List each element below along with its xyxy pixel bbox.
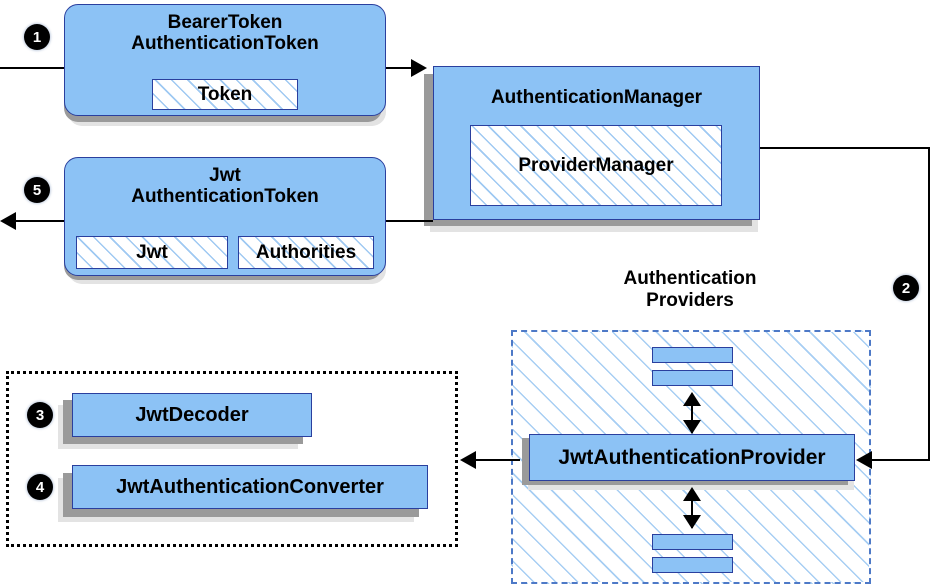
authentication-providers-label-line1: Authentication (623, 268, 757, 289)
slot-authorities-label: Authorities (255, 241, 357, 263)
connector-response-out (16, 220, 68, 222)
slot-provider-manager-label: ProviderManager (518, 154, 674, 176)
arrowhead-provider-down-up (683, 487, 701, 501)
authentication-providers-label-line2: Providers (646, 289, 734, 311)
bearer-token-title-line2: AuthenticationToken (131, 33, 319, 55)
support-components-region (6, 371, 458, 547)
arrowhead-into-support-region (460, 451, 476, 469)
jwt-authentication-provider-label: JwtAuthenticationProvider (558, 445, 826, 469)
connector-manager-to-provider-vertical (928, 147, 930, 460)
slot-jwt-label: Jwt (136, 241, 168, 263)
connector-provider-to-support (476, 459, 520, 461)
connector-provider-down-shaft (691, 490, 693, 528)
connector-bearer-to-manager (386, 67, 418, 69)
jwt-authentication-converter-label: JwtAuthenticationConverter (116, 475, 384, 498)
connector-provider-up-shaft (691, 395, 693, 433)
slot-provider-manager: ProviderManager (470, 125, 722, 206)
arrowhead-provider-down (683, 515, 701, 529)
jwt-decoder-label: JwtDecoder (135, 403, 249, 426)
authentication-manager-title: AuthenticationManager (490, 87, 703, 108)
step-badge-2-digit: 2 (901, 279, 911, 297)
node-jwt-decoder[interactable]: JwtDecoder (72, 393, 312, 437)
bearer-token-title-line1: BearerToken (167, 12, 283, 33)
arrowhead-into-provider (856, 451, 872, 469)
step-badge-2: 2 (893, 275, 919, 301)
step-badge-1-digit: 1 (32, 28, 42, 46)
step-badge-3-digit: 3 (35, 406, 45, 424)
provider-placeholder-bar-bottom-2 (652, 557, 733, 573)
step-badge-5-digit: 5 (32, 181, 42, 199)
provider-placeholder-bar-top-1 (652, 347, 733, 363)
step-badge-4: 4 (27, 474, 53, 500)
node-jwt-authentication-converter[interactable]: JwtAuthenticationConverter (72, 465, 428, 509)
arrowhead-provider-up (683, 392, 701, 406)
slot-jwt: Jwt (76, 236, 228, 269)
node-jwt-authentication-provider[interactable]: JwtAuthenticationProvider (529, 434, 855, 481)
connector-manager-to-jwt-token (386, 220, 433, 222)
connector-manager-to-provider-bottom (872, 459, 930, 461)
step-badge-1: 1 (24, 24, 50, 50)
jwt-token-title-line1: Jwt (209, 165, 241, 186)
arrowhead-bearer-to-manager (411, 59, 427, 77)
step-badge-4-digit: 4 (35, 478, 45, 496)
provider-placeholder-bar-bottom-1 (652, 534, 733, 550)
step-badge-5: 5 (24, 177, 50, 203)
provider-placeholder-bar-top-2 (652, 370, 733, 386)
authentication-providers-label: Authentication Providers (560, 268, 820, 312)
slot-token: Token (152, 79, 298, 110)
connector-request-in (0, 67, 68, 69)
arrowhead-provider-up-down (683, 420, 701, 434)
jwt-token-title-line2: AuthenticationToken (131, 186, 319, 208)
slot-token-label: Token (197, 83, 253, 105)
step-badge-3: 3 (27, 402, 53, 428)
connector-manager-to-provider-top (760, 147, 930, 149)
slot-authorities: Authorities (238, 236, 374, 269)
arrowhead-response-out (0, 212, 16, 230)
